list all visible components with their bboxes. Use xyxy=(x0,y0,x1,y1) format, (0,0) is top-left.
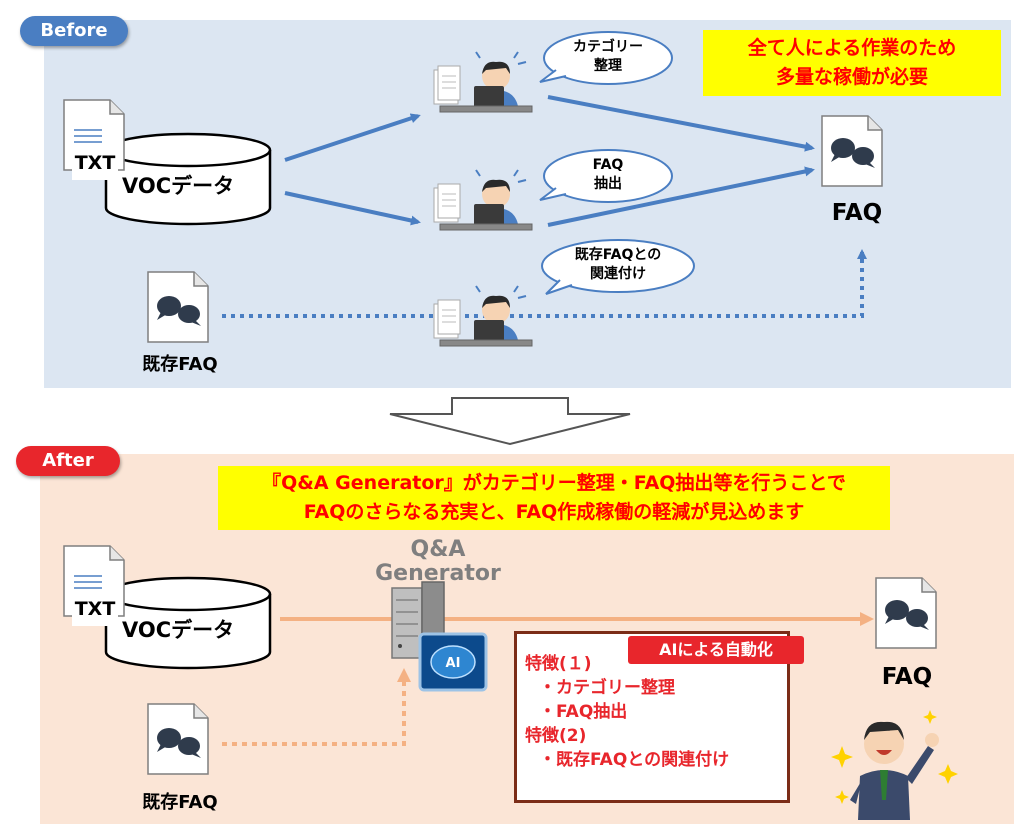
ai-brain-icon: AI xyxy=(418,632,488,692)
arrow-worker2-to-faq xyxy=(547,166,815,227)
existing-faq-label-before: 既存FAQ xyxy=(142,354,218,375)
voc-data-label: VOCデータ xyxy=(122,174,235,198)
voc-data-label-after: VOCデータ xyxy=(122,618,235,642)
faq-label-before: FAQ xyxy=(831,200,883,226)
faq-document-icon-before xyxy=(821,115,883,187)
bubble-2-text: FAQ 抽出 xyxy=(548,156,668,194)
before-note-line1: 全て人による作業のため xyxy=(747,37,957,59)
txt-document-icon-after xyxy=(63,545,125,617)
bubble-2-line1: FAQ xyxy=(592,157,624,173)
bubble-1-line1: カテゴリー xyxy=(573,39,643,55)
feature-line-5: ・既存FAQとの関連付け xyxy=(539,750,730,770)
bubble-3-line2: 関連付け xyxy=(590,266,646,282)
speech-bubble-3 xyxy=(541,239,695,295)
worker-icon-2 xyxy=(433,169,533,231)
faq-label-after: FAQ xyxy=(881,664,933,690)
bubble-1-line2: 整理 xyxy=(594,58,622,74)
txt-label-bg-after xyxy=(72,596,118,626)
before-note: 全て人による作業のため 多量な稼働が必要 xyxy=(703,30,1001,96)
arrow-existing-faq-dotted-after xyxy=(222,668,411,746)
txt-document-icon xyxy=(63,99,125,171)
arrow-voc-to-worker1 xyxy=(284,113,421,162)
ai-automation-badge: AIによる自動化 xyxy=(628,636,804,664)
feature-line-2: ・カテゴリー整理 xyxy=(539,678,675,698)
ai-chip-text: AI xyxy=(446,656,461,671)
after-note: 『Q&A Generator』がカテゴリー整理・FAQ抽出等を行うことで FAQ… xyxy=(218,466,890,530)
arrow-existing-faq-dotted xyxy=(222,249,867,318)
before-note-line2: 多量な稼働が必要 xyxy=(775,66,928,88)
existing-faq-document-icon-before xyxy=(147,271,209,343)
generator-title-line2: Generator xyxy=(375,561,501,586)
speech-bubble-2 xyxy=(539,149,673,203)
worker-icon-1 xyxy=(433,51,533,113)
txt-label-after: TXT xyxy=(74,598,116,620)
voc-database-icon xyxy=(104,132,272,226)
bubble-3-text: 既存FAQとの 関連付け xyxy=(548,246,688,284)
generator-title: Q&A Generator xyxy=(356,538,520,586)
sparkle-icons xyxy=(831,710,958,804)
generator-title-line1: Q&A xyxy=(410,537,466,562)
feature-line-4: 特徴(2) xyxy=(525,726,587,746)
existing-faq-document-icon-after xyxy=(147,703,209,775)
after-note-line1: 『Q&A Generator』がカテゴリー整理・FAQ抽出等を行うことで xyxy=(262,472,846,494)
after-tag: After xyxy=(16,446,120,476)
happy-businessman-icon xyxy=(850,721,939,820)
feature-line-1: 特徴(１) xyxy=(525,654,592,674)
faq-document-icon-after xyxy=(875,577,937,649)
bubble-1-text: カテゴリー 整理 xyxy=(548,38,668,76)
arrow-voc-to-worker2 xyxy=(284,191,421,226)
txt-label: TXT xyxy=(74,152,116,174)
bubble-3-line1: 既存FAQとの xyxy=(574,247,662,263)
txt-label-bg xyxy=(72,150,118,180)
feature-list: 特徴(１) ・カテゴリー整理 ・FAQ抽出 特徴(2) ・既存FAQとの関連付け xyxy=(517,634,787,772)
bubble-2-line2: 抽出 xyxy=(594,176,622,192)
transition-down-arrow xyxy=(389,397,631,446)
before-tag: Before xyxy=(20,16,128,46)
voc-database-icon-after xyxy=(104,576,272,670)
after-note-line2: FAQのさらなる充実と、FAQ作成稼働の軽減が見込めます xyxy=(303,501,805,523)
speech-bubble-1 xyxy=(539,31,673,85)
arrow-worker1-to-faq xyxy=(547,95,815,152)
feature-line-3: ・FAQ抽出 xyxy=(539,702,628,722)
existing-faq-label-after: 既存FAQ xyxy=(142,792,218,813)
